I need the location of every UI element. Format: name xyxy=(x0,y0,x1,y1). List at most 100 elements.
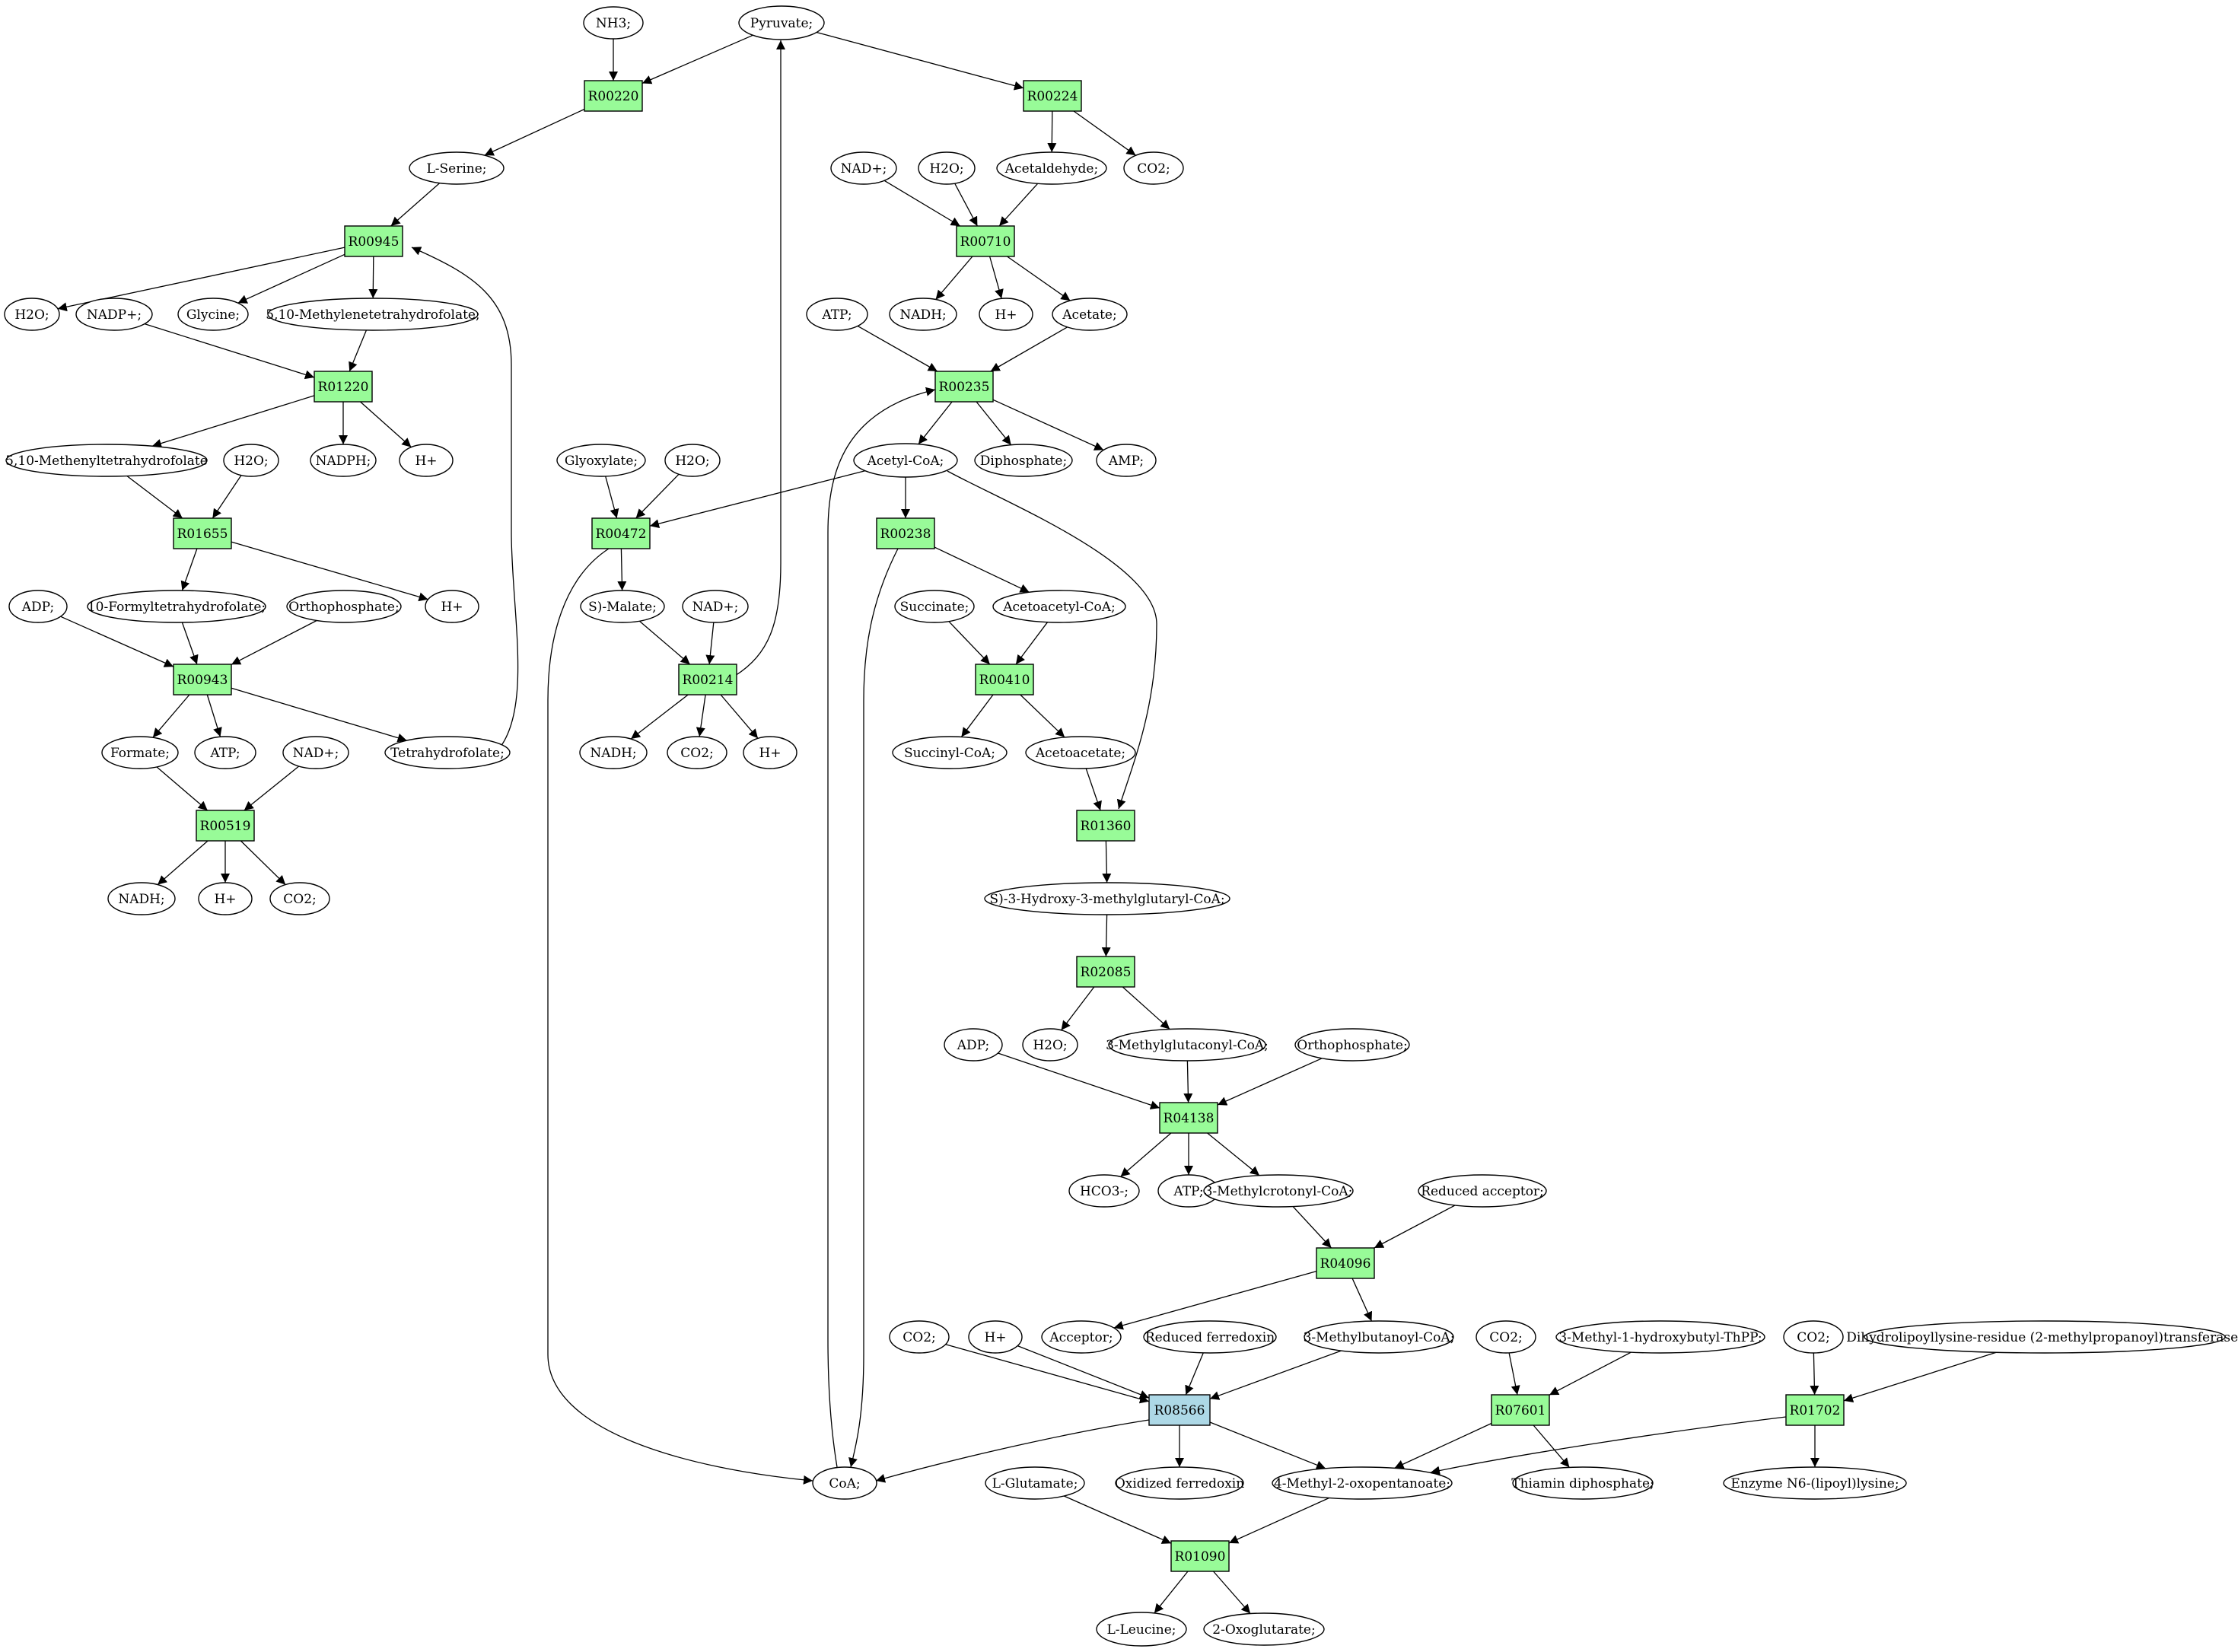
edge-R04138-to-methylcrotonylcoa xyxy=(1207,1132,1260,1176)
edge-co2_e-to-R07601 xyxy=(1508,1352,1520,1396)
node-label: NADPH; xyxy=(316,454,371,469)
edge-R00410-to-succinylcoa xyxy=(960,694,994,737)
compound-ellipse xyxy=(806,298,868,331)
node-label: CO2; xyxy=(283,892,317,907)
edge-R02085-to-methylglutaconylcoa xyxy=(1122,986,1170,1030)
compound-node-h2o_e: H2O; xyxy=(1022,1028,1078,1062)
compound-node-hplus_a: H+ xyxy=(979,298,1033,331)
compound-node-diphosphate: Diphosphate; xyxy=(974,444,1073,477)
node-label: Succinyl-CoA; xyxy=(904,746,995,761)
compound-ellipse xyxy=(996,151,1107,185)
edge-co2_f-to-R01702 xyxy=(1810,1352,1819,1396)
compound-node-nadh_b: NADH; xyxy=(579,736,648,769)
node-label: R00410 xyxy=(979,673,1030,688)
compound-ellipse xyxy=(918,151,976,185)
compound-ellipse xyxy=(1123,151,1184,185)
compound-node-methylbutanoylcoa: 3-Methylbutanoyl-CoA; xyxy=(1304,1320,1454,1354)
node-label: NADH; xyxy=(590,746,636,761)
reaction-node-R01090: R01090 xyxy=(1170,1540,1230,1572)
reaction-node-R01360: R01360 xyxy=(1076,810,1135,842)
compound-node-acetate: Acetate; xyxy=(1052,298,1128,331)
edge-acetate-to-R00235 xyxy=(990,326,1068,372)
edge-acetoacetate-to-R01360 xyxy=(1085,768,1102,811)
compound-node-formylthf: 10-Formyltetrahydrofolate; xyxy=(87,590,266,623)
edge-R01655-to-formylthf xyxy=(180,548,198,591)
compound-ellipse xyxy=(664,444,721,477)
compound-ellipse xyxy=(682,590,749,623)
compound-node-nadh_a: NADH; xyxy=(889,298,957,331)
compound-node-enzymen6: Enzyme N6-(lipoyl)lysine; xyxy=(1723,1466,1907,1500)
compound-ellipse xyxy=(384,736,511,769)
edge-acetylcoa-to-R01360 xyxy=(947,470,1157,810)
edge-R00214-to-hplus_d xyxy=(720,694,759,739)
reaction-box xyxy=(584,80,643,112)
node-label: Thiamin diphosphate; xyxy=(1511,1476,1654,1491)
node-label: Acceptor; xyxy=(1049,1330,1113,1345)
compound-ellipse xyxy=(267,298,479,331)
edge-smalate-to-R00214 xyxy=(638,620,691,665)
reaction-box xyxy=(975,664,1034,695)
compound-node-co2_b: CO2; xyxy=(667,736,727,769)
reaction-node-R00220: R00220 xyxy=(584,80,643,112)
node-label: R01702 xyxy=(1790,1403,1841,1418)
compound-node-hplus_b: H+ xyxy=(399,444,454,477)
compound-ellipse xyxy=(194,736,256,769)
compound-node-hplus_e: H+ xyxy=(198,882,253,915)
compound-ellipse xyxy=(1203,1174,1354,1208)
compound-ellipse xyxy=(1203,1612,1325,1646)
edge-R00943-to-thf xyxy=(231,687,407,743)
compound-ellipse xyxy=(282,736,349,769)
edge-acetylcoa-to-R00472 xyxy=(649,470,865,529)
node-label: 3-Methylcrotonyl-CoA; xyxy=(1205,1184,1353,1199)
reaction-node-R00472: R00472 xyxy=(591,517,651,549)
node-label: Dihydrolipoyllysine-residue (2-methylpro… xyxy=(1846,1330,2238,1345)
node-label: S)-3-Hydroxy-3-methylglutaryl-CoA; xyxy=(989,892,1224,907)
edge-reducedacceptor-to-R04096 xyxy=(1374,1205,1456,1249)
node-label: 5,10-Methylenetetrahydrofolate; xyxy=(266,307,479,323)
compound-node-dihydrolipoyl: Dihydrolipoyllysine-residue (2-methylpro… xyxy=(1846,1320,2238,1354)
node-label: Enzyme N6-(lipoyl)lysine; xyxy=(1730,1476,1899,1491)
edge-R01220-to-hplus_b xyxy=(360,401,412,448)
compound-node-glycine: Glycine; xyxy=(177,298,249,331)
node-label: R00238 xyxy=(880,527,931,542)
reaction-box xyxy=(1076,810,1135,842)
reaction-node-R04138: R04138 xyxy=(1159,1102,1218,1134)
compound-node-orthophosphate_a: Orthophosphate; xyxy=(286,590,402,623)
edge-R04138-to-hco3 xyxy=(1120,1132,1172,1177)
edge-methylcrotonylcoa-to-R04096 xyxy=(1292,1206,1332,1249)
compound-ellipse xyxy=(310,444,377,477)
compound-node-thiamindp: Thiamin diphosphate; xyxy=(1511,1466,1654,1500)
compound-node-adp_a: ADP; xyxy=(8,590,68,623)
edge-coa-to-R00235 xyxy=(827,387,936,1468)
reaction-node-R00235: R00235 xyxy=(934,371,994,403)
node-label: Oxidized ferredoxin xyxy=(1115,1476,1244,1491)
edge-R00224-to-co2_a xyxy=(1073,110,1136,156)
edge-R01220-to-methenylthf xyxy=(151,395,315,448)
edge-R07601-to-methyloxopentanoate xyxy=(1394,1422,1492,1469)
compound-node-hco3: HCO3-; xyxy=(1068,1174,1140,1208)
node-label: HCO3-; xyxy=(1080,1184,1129,1199)
reaction-node-R00410: R00410 xyxy=(975,664,1034,695)
reaction-node-R04096: R04096 xyxy=(1316,1247,1375,1279)
reaction-box xyxy=(678,664,737,695)
node-label: CO2; xyxy=(1137,161,1170,177)
node-label: Acetoacetyl-CoA; xyxy=(1002,600,1116,615)
node-label: ADP; xyxy=(21,600,54,615)
edge-R01090-to-lleucine xyxy=(1154,1571,1189,1614)
node-label: Acetate; xyxy=(1062,307,1116,323)
edge-nad1-to-R00710 xyxy=(883,180,961,227)
compound-node-oxoglutarate: 2-Oxoglutarate; xyxy=(1203,1612,1325,1646)
node-label: Glycine; xyxy=(186,307,240,323)
node-label: Acetyl-CoA; xyxy=(867,454,944,469)
compound-ellipse xyxy=(579,736,648,769)
compound-ellipse xyxy=(1025,736,1136,769)
edge-dihydrolipoyl-to-R01702 xyxy=(1843,1351,1997,1402)
edge-R00945-to-methylenethf xyxy=(368,256,378,299)
compound-ellipse xyxy=(667,736,727,769)
compound-node-smalate: S)-Malate; xyxy=(580,590,665,623)
reaction-box xyxy=(1076,956,1135,988)
compound-ellipse xyxy=(1864,1320,2226,1354)
reaction-box xyxy=(934,371,994,403)
compound-node-atp_a: ATP; xyxy=(806,298,868,331)
edge-methylglutaconylcoa-to-R04138 xyxy=(1183,1060,1193,1103)
